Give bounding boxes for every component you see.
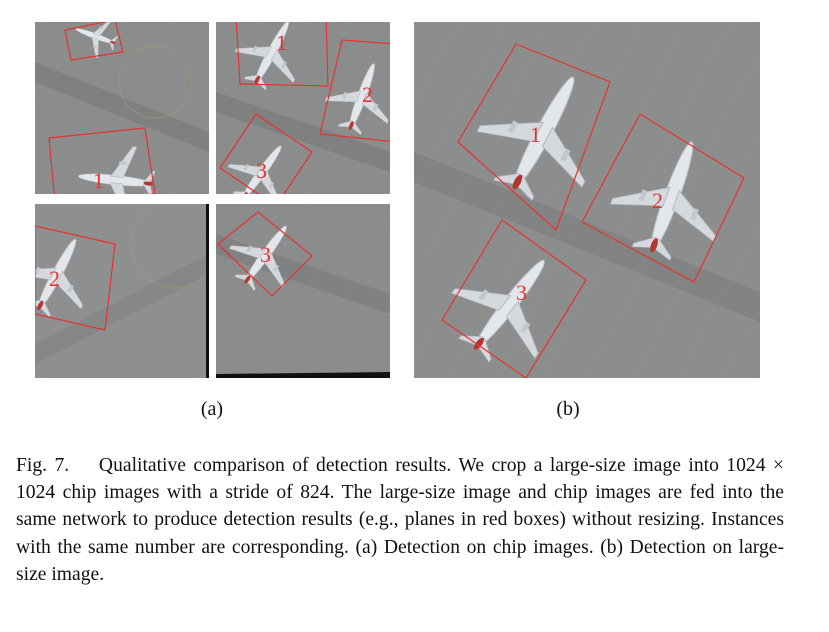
chip-top-right-label-1: 1 <box>276 30 287 55</box>
large-size-image: 1 2 3 <box>414 22 760 378</box>
subfigure-a-label: (a) <box>200 398 224 420</box>
chip-image-bottom-left: 2 <box>35 204 209 378</box>
chip-top-right-label-2: 2 <box>362 82 373 107</box>
caption-lead: Fig. 7. <box>16 455 70 476</box>
chip-top-right-label-3: 3 <box>256 158 267 183</box>
chip-image-bottom-right: 3 <box>216 204 390 378</box>
figure-caption: Fig. 7. Qualitative comparison of detect… <box>16 452 784 588</box>
chip-image-top-left: 1 <box>35 22 209 194</box>
caption-text: Qualitative comparison of detection resu… <box>16 455 784 585</box>
chip-image-top-right: 1 2 3 <box>216 22 390 194</box>
chip-bottom-right-label-3: 3 <box>260 242 271 267</box>
chip-top-left-label-1: 1 <box>93 168 104 193</box>
large-image-label-2: 2 <box>652 188 663 213</box>
subfigure-b-label: (b) <box>556 398 580 420</box>
large-image-label-1: 1 <box>530 122 541 147</box>
large-image-label-3: 3 <box>516 280 527 305</box>
chip-bottom-left-label-2: 2 <box>49 266 60 291</box>
